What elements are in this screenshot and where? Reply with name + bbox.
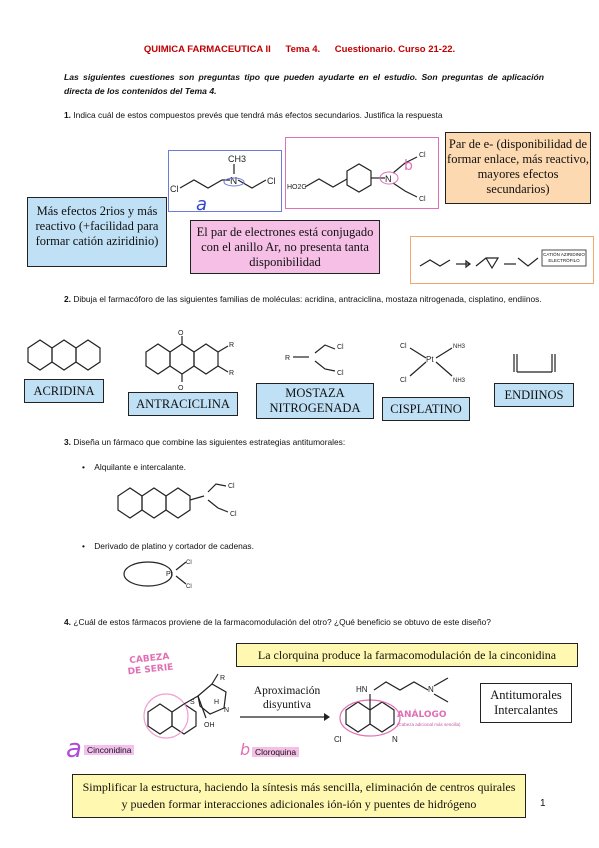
cinconidina-label: Cinconidina — [84, 745, 135, 755]
q3-pt: Pt — [166, 571, 173, 578]
ho2c-label: HO2C — [287, 184, 306, 191]
cisplatino-structure: Pt Cl Cl NH3 NH3 — [400, 343, 466, 384]
q4-top-answer-box: La clorquina produce la farmacomodulació… — [236, 643, 578, 667]
cl-label-right: Cl — [267, 176, 276, 186]
q3-pt-cl-bottom: Cl — [186, 584, 192, 590]
question-1: 1. Indica cuál de estos compuestos prevé… — [64, 108, 544, 122]
q3-pt-cl-top: Cl — [186, 560, 192, 566]
question-3: 3. Diseña un fármaco que combine las sig… — [64, 435, 554, 449]
question-4-text: ¿Cuál de estos fármacos proviene de la f… — [73, 617, 491, 627]
cinc-n: N — [224, 707, 229, 714]
arrow-icon — [240, 713, 330, 721]
q4-bottom-answer-box: Simplificar la estructura, haciendo la s… — [72, 774, 526, 818]
mechanism-note: CATIÓN AZIRIDINIO ELECTRÓFILO — [543, 252, 585, 263]
document-title: QUIMICA FARMACEUTICA II Tema 4. Cuestion… — [0, 44, 599, 55]
intro-paragraph: Las siguientes cuestiones son preguntas … — [64, 72, 544, 96]
antraciclina-structure: O O R R — [145, 330, 234, 392]
mostaza-r: R — [285, 355, 290, 362]
b-cl-top: Cl — [419, 152, 426, 159]
cis-nh3-bottom: NH3 — [453, 378, 466, 384]
cinc-r: R — [220, 675, 225, 682]
cinc-oh: OH — [204, 722, 215, 729]
cl-label-left: Cl — [170, 184, 179, 194]
mostaza-structure: R Pt Cl Cl — [285, 344, 344, 377]
label-cisplatino: CISPLATINO — [382, 397, 470, 421]
molecule-a-frame — [168, 150, 282, 212]
arrow-label: Aproximación disyuntiva — [253, 685, 321, 711]
q4-right-answer-box: Antitumorales Intercalantes — [480, 683, 572, 723]
endiinos-structure — [513, 354, 556, 373]
n-label: N — [230, 176, 237, 187]
antra-o-top: O — [178, 330, 184, 337]
question-4: 4. ¿Cuál de estos fármacos proviene de l… — [64, 615, 554, 629]
question-1-text: Indica cuál de estos compuestos prevés q… — [73, 110, 443, 120]
cis-cl-bottom: Cl — [400, 377, 407, 384]
q3-bullet-2-text: Derivado de platino y cortador de cadena… — [94, 541, 254, 551]
b-cl-bottom: Cl — [419, 196, 426, 203]
q4-annotation-a: a — [66, 734, 82, 764]
course-name: QUIMICA FARMACEUTICA II — [143, 44, 271, 55]
mostaza-cl-bottom: Cl — [337, 370, 344, 377]
q3-bullet-1: • Alquilante e intercalante. — [82, 462, 186, 472]
q3-alkylating-intercalator: Cl Cl — [117, 483, 237, 519]
q3-bullet-1-text: Alquilante e intercalante. — [94, 462, 186, 472]
molecule-b-frame — [285, 137, 439, 209]
molecule-b-annotation: b — [404, 158, 413, 174]
molecule-b-structure: N HO2C Cl Cl — [287, 152, 426, 203]
cinconidina-structure: S H R OH N — [143, 673, 229, 739]
q4-annotation-b: b — [240, 740, 251, 759]
question-3-number: 3. — [64, 437, 71, 447]
question-2-text: Dibuja el farmacóforo de las siguientes … — [73, 294, 542, 304]
antra-r-bottom: R — [229, 370, 234, 377]
cinc-s: S — [190, 699, 195, 706]
cloro-cl: Cl — [334, 735, 342, 744]
cloro-n-side: N — [428, 685, 434, 694]
molecule-a-structure: CH3 N Cl Cl — [170, 154, 276, 194]
label-endiinos: ENDIINOS — [494, 383, 574, 407]
label-mostaza: MOSTAZA NITROGENADA — [256, 383, 374, 419]
ch3-label: CH3 — [228, 154, 246, 164]
cinc-h: H — [214, 699, 219, 706]
cloro-hn: HN — [356, 685, 368, 694]
label-antraciclina: ANTRACICLINA — [128, 392, 238, 416]
q1-left-answer-box: Más efectos 2rios y más reactivo (+facil… — [27, 197, 167, 267]
antra-o-bottom: O — [178, 385, 184, 392]
mostaza-cl-top: Cl — [337, 344, 344, 351]
question-2-number: 2. — [64, 294, 71, 304]
q3-cl-bottom: Cl — [230, 511, 237, 518]
analogo-note: (Cabeza adicional más sencilla) — [397, 722, 461, 727]
cis-cl-top: Cl — [400, 343, 407, 350]
cloro-n-ring: N — [392, 735, 398, 744]
question-2: 2. Dibuja el farmacóforo de las siguient… — [64, 292, 554, 306]
q3-cl-top: Cl — [228, 483, 235, 490]
page-number: 1 — [540, 798, 546, 809]
cloroquina-structure: HN N Cl N — [334, 677, 449, 744]
antra-r-top: R — [229, 342, 234, 349]
question-1-number: 1. — [64, 110, 71, 120]
acridine-structure — [27, 339, 101, 371]
cis-nh3-top: NH3 — [453, 344, 466, 350]
q1-right-answer-box: Par de e- (disponibilidad de formar enla… — [445, 132, 591, 204]
analogo-label: ANÁLOGO — [397, 710, 447, 720]
q1-middle-answer-box: El par de electrones está conjugado con … — [190, 220, 380, 274]
q3-bullet-2: • Derivado de platino y cortador de cade… — [82, 541, 254, 551]
molecule-a-annotation: a — [196, 194, 208, 215]
q3-platinum-enediyne: Pt Cl Cl — [123, 560, 192, 590]
mechanism-frame — [410, 236, 594, 284]
mechanism-sketch — [419, 249, 587, 270]
pt-label: Pt — [426, 355, 434, 364]
quiz-name: Cuestionario. Curso 21-22. — [334, 44, 456, 55]
b-n-label: N — [385, 174, 392, 184]
label-acridina: ACRIDINA — [24, 379, 104, 403]
question-3-text: Diseña un fármaco que combine las siguie… — [73, 437, 346, 447]
question-4-number: 4. — [64, 617, 71, 627]
cloroquina-label: Cloroquina — [252, 747, 300, 757]
topic-name: Tema 4. — [285, 44, 321, 55]
